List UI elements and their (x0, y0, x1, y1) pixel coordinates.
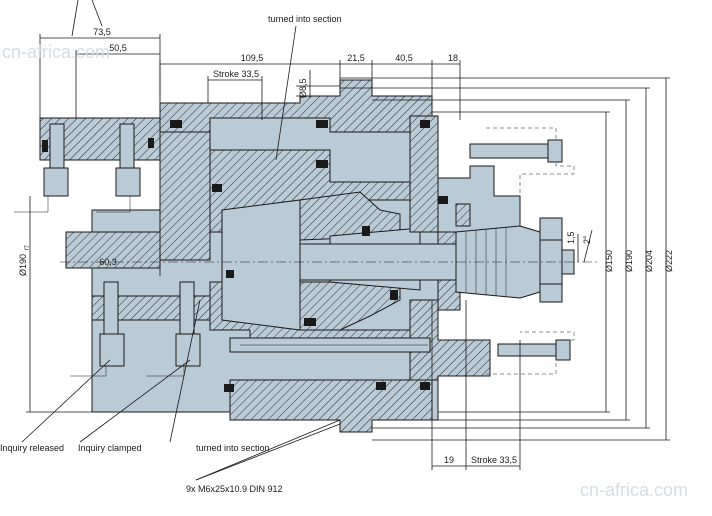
watermark-top: cn-africa.com (2, 42, 110, 62)
dim-109-5: 109,5 (241, 53, 264, 63)
label-turned-into-section-bottom: turned into section (196, 443, 270, 453)
watermark-bottom: cn-africa.com (580, 480, 688, 500)
dim-dia-8-5: Ø8,5 (298, 78, 308, 98)
dim-19: 19 (444, 455, 454, 465)
fixture-bracket (469, 127, 575, 375)
dim-dia-190-f7: Ø190 (18, 254, 28, 276)
dim-50-5: 50,5 (109, 43, 127, 53)
seal-4 (316, 160, 328, 168)
sensor-released-top (43, 167, 69, 197)
seal-12 (362, 226, 370, 236)
dim-40-5: 40,5 (395, 53, 413, 63)
sensor-released-bottom (99, 333, 125, 367)
seals (170, 120, 448, 392)
label-inquiry-clamped: Inquiry clamped (78, 443, 142, 453)
seal-5 (420, 120, 430, 128)
dim-stroke-bottom: Stroke 33,5 (471, 455, 517, 465)
seal-6 (438, 196, 448, 204)
sensor-clamped-top (115, 167, 141, 197)
sensor-block-bottom (70, 281, 211, 377)
dim-60-3: 60,3 (99, 257, 117, 267)
seal-8 (224, 384, 234, 392)
dim-dia-190: Ø190 (624, 250, 634, 272)
sensor-clamped-bottom (175, 333, 201, 367)
dim-1-5: 1,5 (566, 231, 576, 244)
ejector-rod (229, 337, 431, 353)
dim-dia-204: Ø204 (644, 250, 654, 272)
label-screw-spec: 9x M6x25x10.9 DIN 912 (186, 484, 283, 494)
seal-3 (316, 120, 328, 128)
seal-13 (390, 290, 398, 300)
dim-dia-150: Ø150 (604, 250, 614, 272)
seal-1 (170, 120, 182, 128)
seal-9 (304, 318, 316, 326)
dim-dia-190-f7-tolerance: f7 (25, 244, 31, 250)
seal-11 (420, 382, 430, 390)
seal-7 (226, 270, 234, 278)
sensor-block-top (14, 117, 161, 213)
dim-21-5: 21,5 (347, 53, 365, 63)
dim-18: 18 (448, 53, 458, 63)
label-inquiry-released: Inquiry released (0, 443, 64, 453)
seal-2 (212, 184, 222, 192)
seal-10 (376, 382, 386, 390)
dim-2-deg: 2° (582, 235, 592, 244)
dimension-lines (21, 0, 670, 481)
dim-73-5: 73,5 (93, 27, 111, 37)
dim-dia-222: Ø222 (664, 250, 674, 272)
label-turned-into-section-top: turned into section (268, 14, 342, 24)
dim-stroke-top: Stroke 33,5 (213, 69, 259, 79)
